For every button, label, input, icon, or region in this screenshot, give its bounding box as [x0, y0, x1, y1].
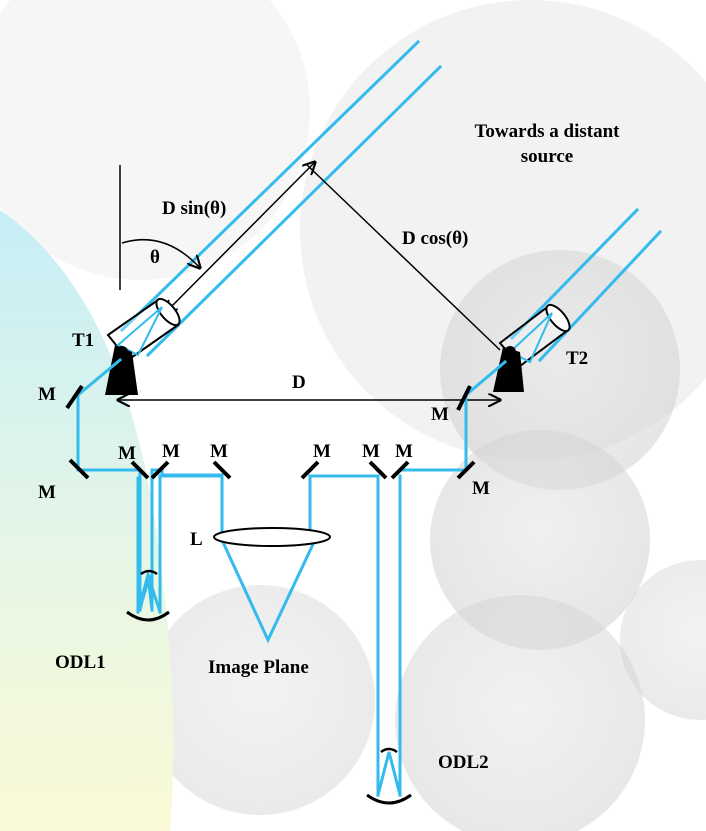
d-sin-label: D sin(θ): [162, 198, 226, 219]
mirror-label: M: [362, 441, 380, 462]
odl2: [366, 474, 412, 805]
mirror-odl1-in: [130, 460, 150, 480]
mirror-label: M: [472, 478, 490, 499]
mirror-t1-lower: [68, 458, 90, 480]
odl1: [126, 476, 170, 622]
background-disc: [430, 430, 650, 650]
mirror-label: M: [38, 384, 56, 405]
beam-t2-incoming: [509, 207, 663, 363]
mirror-lens-left: [212, 460, 232, 480]
odl2-small-mirror: [380, 747, 398, 754]
d-sin-arrow: [165, 162, 315, 313]
odl2-label: ODL2: [438, 752, 489, 773]
t1-label: T1: [72, 330, 94, 351]
mirror-label: M: [118, 443, 136, 464]
lens-label: L: [190, 529, 203, 550]
mirror-label: M: [395, 441, 413, 462]
theta-label: θ: [150, 247, 160, 268]
mirror-label: M: [162, 441, 180, 462]
title-line1: Towards a distant: [474, 121, 620, 142]
background-disc: [620, 560, 706, 720]
lens: [213, 527, 331, 547]
mirror-odl2-out: [390, 460, 410, 480]
image-plane-label: Image Plane: [208, 657, 309, 678]
background-disc: [395, 595, 645, 831]
odl2-mirror: [366, 793, 412, 805]
mirror-odl2-in: [368, 460, 388, 480]
baseline-label: D: [292, 372, 306, 393]
background-disc: [145, 585, 375, 815]
beam-path-t2: [398, 359, 508, 472]
mirror-t2-upper: [456, 385, 472, 411]
mirror-label: M: [210, 441, 228, 462]
odl1-label: ODL1: [55, 652, 106, 673]
odl1-mirror: [126, 610, 170, 622]
odl1-small-mirror: [140, 569, 158, 576]
background-swoosh: [0, 210, 174, 831]
title-line2: source: [521, 146, 573, 167]
mirror-t2-lower: [456, 460, 476, 480]
d-cos-label: D cos(θ): [402, 228, 468, 249]
telescope-t2: [493, 303, 571, 392]
mirror-label: M: [313, 441, 331, 462]
d-cos-line: [305, 163, 501, 351]
mirror-lens-right: [300, 460, 320, 480]
beam-to-lens: [158, 474, 380, 644]
mirror-label: M: [431, 404, 449, 425]
mirror-odl1-out: [150, 460, 170, 480]
labels: Towards a distant source D sin(θ) D cos(…: [38, 121, 620, 773]
background-disc: [440, 250, 680, 490]
t2-label: T2: [566, 348, 588, 369]
geometry-lines: [118, 162, 500, 400]
theta-arc: [121, 239, 200, 268]
mirror-label: M: [38, 482, 56, 503]
mirrors: [65, 384, 476, 480]
telescope-t1: [105, 297, 181, 395]
mirror-t1-upper: [65, 384, 84, 410]
